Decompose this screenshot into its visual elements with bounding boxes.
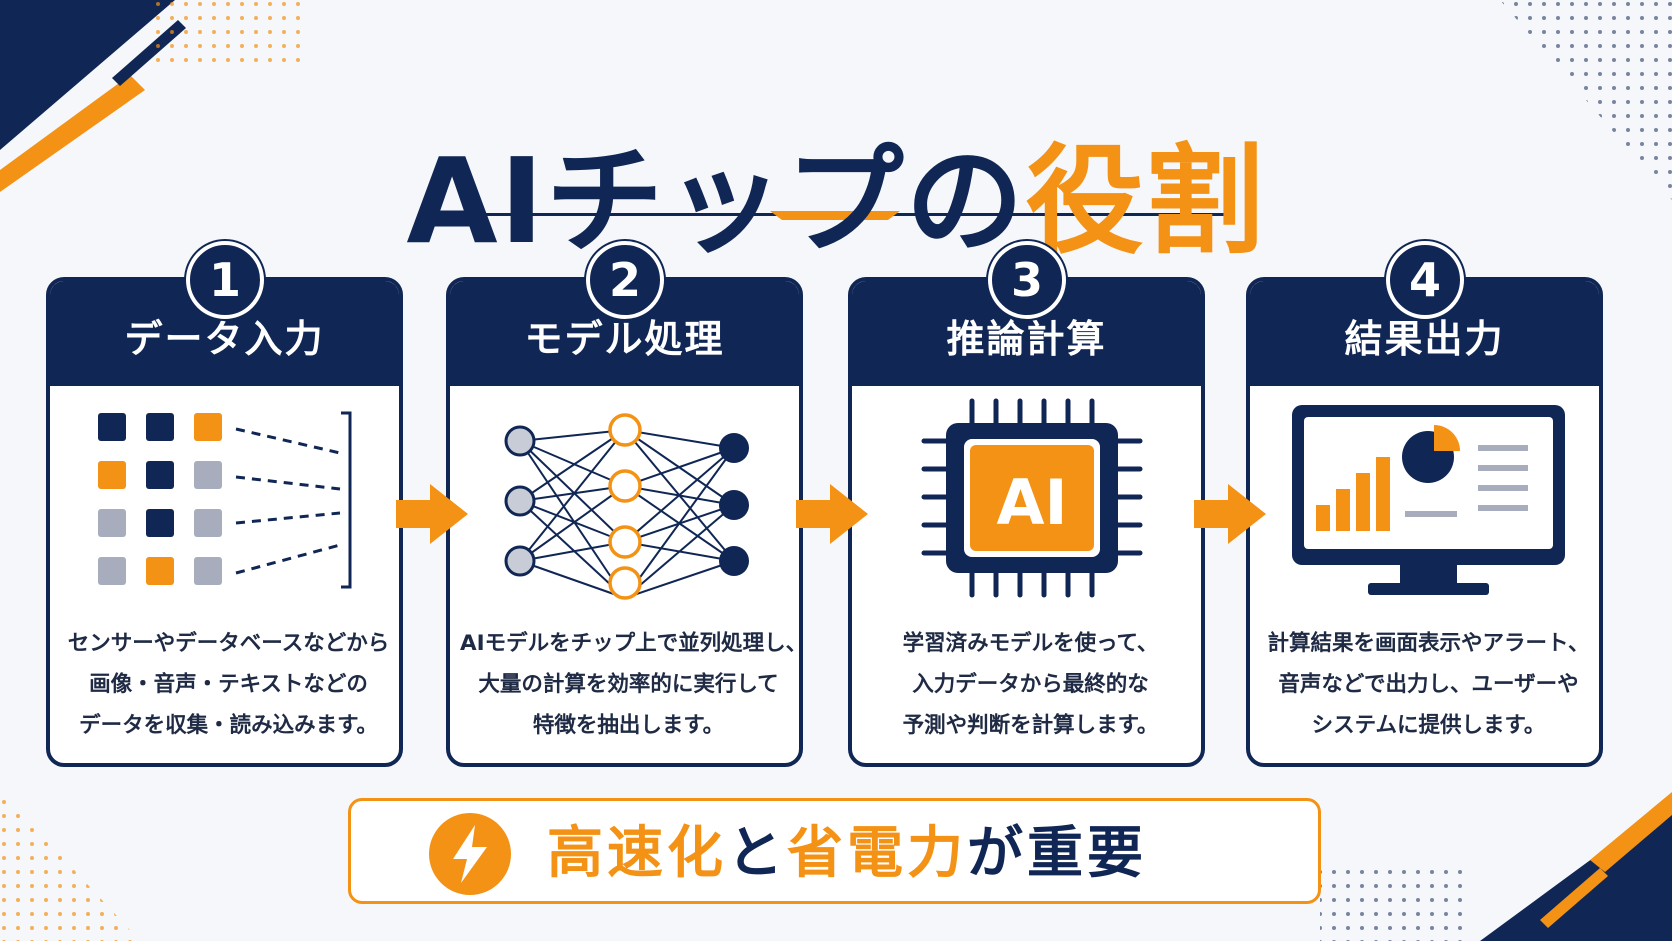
monitor-chart-icon xyxy=(1292,405,1565,595)
arrow-right-icon xyxy=(396,484,468,544)
arrow-right-icon xyxy=(1194,484,1266,544)
step-number-badge: 1 xyxy=(186,241,264,319)
step-description: センサーやデータベースなどから 画像・音声・テキストなどの データを収集・読み込… xyxy=(67,631,390,738)
chip-label: AI xyxy=(996,466,1067,539)
lightning-icon xyxy=(429,813,511,895)
key-point-text: 高速化と省電力が重要 xyxy=(547,821,1147,886)
page-title: AIチップの役割 xyxy=(406,132,1266,271)
card-header: モデル処理 xyxy=(450,281,799,386)
data-grid-icon xyxy=(98,411,352,589)
step-number-badge: 4 xyxy=(1386,241,1464,319)
key-point-banner: 高速化と省電力が重要 xyxy=(348,798,1321,904)
step-description: 計算結果を画面表示やアラート、 音声などで出力し、ユーザーや システムに提供しま… xyxy=(1267,631,1590,738)
ai-chip-icon: AI xyxy=(921,398,1143,598)
step-number-badge: 3 xyxy=(988,241,1066,319)
step-title: 結果出力 xyxy=(1344,317,1505,361)
step-description: 学習済みモデルを使って、 入力データから最終的な 予測や判断を計算します。 xyxy=(902,631,1159,738)
step-title: 推論計算 xyxy=(946,317,1107,361)
arrow-right-icon xyxy=(796,484,868,544)
step-card-1: データ入力 xyxy=(46,241,403,767)
step-title: モデル処理 xyxy=(524,317,725,361)
step-description: AIモデルをチップ上で並列処理し、 大量の計算を効率的に実行して 特徴を抽出しま… xyxy=(460,631,803,738)
step-card-4: 結果出力 計算結果を画面表示やアラート、 xyxy=(1246,241,1603,767)
corner-shape-top-left xyxy=(0,0,175,150)
step-card-2: モデル処理 xyxy=(446,241,803,767)
step-title: データ入力 xyxy=(124,317,325,361)
neural-network-icon xyxy=(504,413,749,600)
step-number-badge: 2 xyxy=(586,241,664,319)
step-card-3: 推論計算 AI 学習済みモデルを使って、 入力データから最終的な 予測や判断を計… xyxy=(848,241,1205,767)
